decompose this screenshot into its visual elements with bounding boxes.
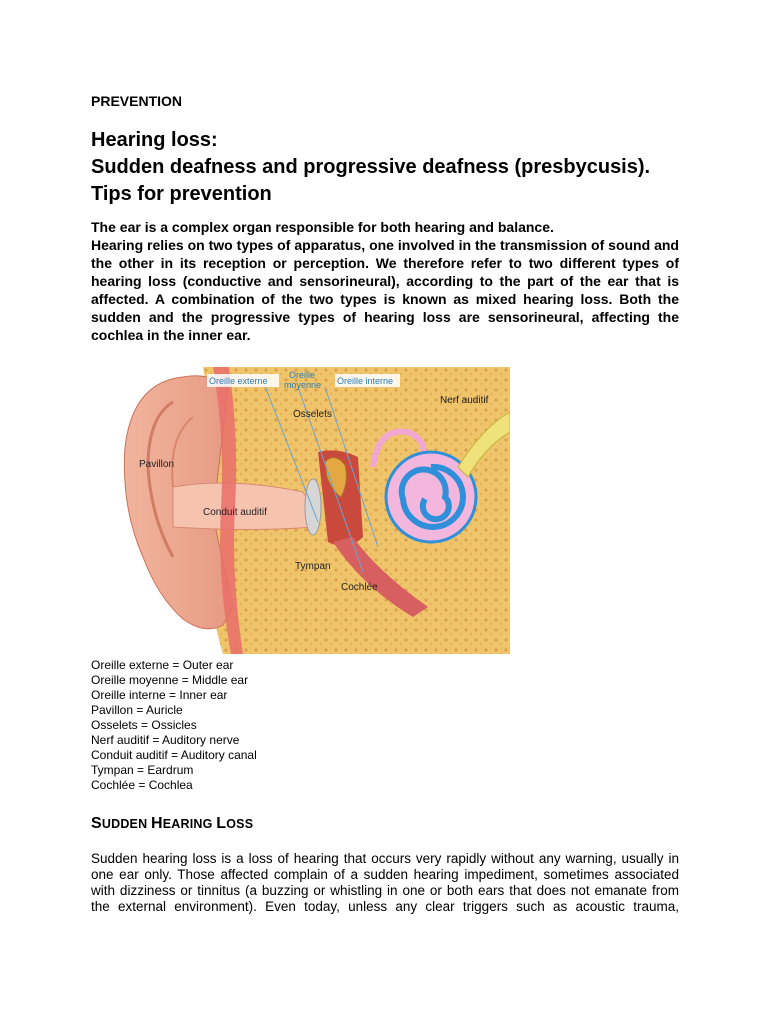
boundary-line-outer — [262, 380, 319, 523]
section-label: PREVENTION — [91, 93, 183, 109]
label-cochlea: Cochlée — [341, 582, 378, 593]
title-line-3: Tips for prevention — [91, 183, 272, 205]
legend-item: Tympan = Eardrum — [91, 763, 194, 777]
label-auditory-nerve: Nerf auditif — [440, 395, 489, 406]
ear-anatomy-illustration: Oreille externe Oreille moyenne Oreille … — [113, 357, 510, 654]
eardrum-shape — [304, 478, 322, 536]
label-inner-ear: Oreille interne — [337, 376, 393, 386]
title-line-2: Sudden deafness and progressive deafness… — [91, 156, 651, 178]
label-ossicles: Osselets — [293, 409, 332, 420]
label-ear-canal: Conduit auditif — [203, 507, 267, 518]
legend-item: Conduit auditif = Auditory canal — [91, 748, 257, 762]
legend-item: Pavillon = Auricle — [91, 703, 183, 717]
skin-layer — [213, 367, 243, 654]
legend-item: Oreille interne = Inner ear — [91, 688, 228, 702]
ossicles-shape — [324, 457, 347, 498]
label-auricle: Pavillon — [139, 459, 174, 470]
heading-rest-s: UDDEN — [101, 817, 151, 831]
legend-item: Osselets = Ossicles — [91, 718, 197, 732]
boundary-line-inner — [324, 386, 379, 548]
label-eardrum: Tympan — [295, 561, 331, 572]
label-outer-ear: Oreille externe — [209, 376, 268, 386]
title-line-1: Hearing loss: — [91, 129, 218, 151]
figure-legend: Oreille externe = Outer ear Oreille moye… — [91, 658, 257, 793]
label-middle-ear-line1: Oreille — [289, 370, 315, 380]
intro-paragraph-2: Hearing relies on two types of apparatus… — [91, 237, 679, 343]
label-middle-ear-line2: moyenne — [284, 380, 321, 390]
ear-anatomy-figure: Oreille externe Oreille moyenne Oreille … — [113, 357, 510, 654]
boundary-line-middle — [297, 386, 364, 573]
heading-rest-h: EARING — [162, 817, 217, 831]
auditory-nerve-shape — [457, 411, 510, 478]
auricle-fold — [146, 400, 175, 558]
legend-item: Oreille moyenne = Middle ear — [91, 673, 249, 687]
heading-cap-l: L — [216, 815, 227, 832]
legend-item: Oreille externe = Outer ear — [91, 658, 234, 672]
heading-cap-s: S — [91, 815, 102, 832]
heading-cap-h: H — [151, 815, 163, 832]
heading-rest-l: OSS — [226, 817, 254, 831]
legend-item: Nerf auditif = Auditory nerve — [91, 733, 240, 747]
page-title: Hearing loss: Sudden deafness and progre… — [91, 127, 650, 208]
section-heading-sudden-hearing-loss: SUDDEN HEARING LOSS — [91, 815, 253, 833]
intro-paragraph-1: The ear is a complex organ responsible f… — [91, 219, 554, 235]
legend-item: Cochlée = Cochlea — [91, 778, 193, 792]
auricle-fold-inner — [171, 416, 194, 488]
body-paragraph: Sudden hearing loss is a loss of hearing… — [91, 851, 679, 914]
intro-text: The ear is a complex organ responsible f… — [91, 218, 679, 344]
eustachian-tube — [333, 537, 428, 617]
cochlea-spiral — [398, 463, 466, 530]
